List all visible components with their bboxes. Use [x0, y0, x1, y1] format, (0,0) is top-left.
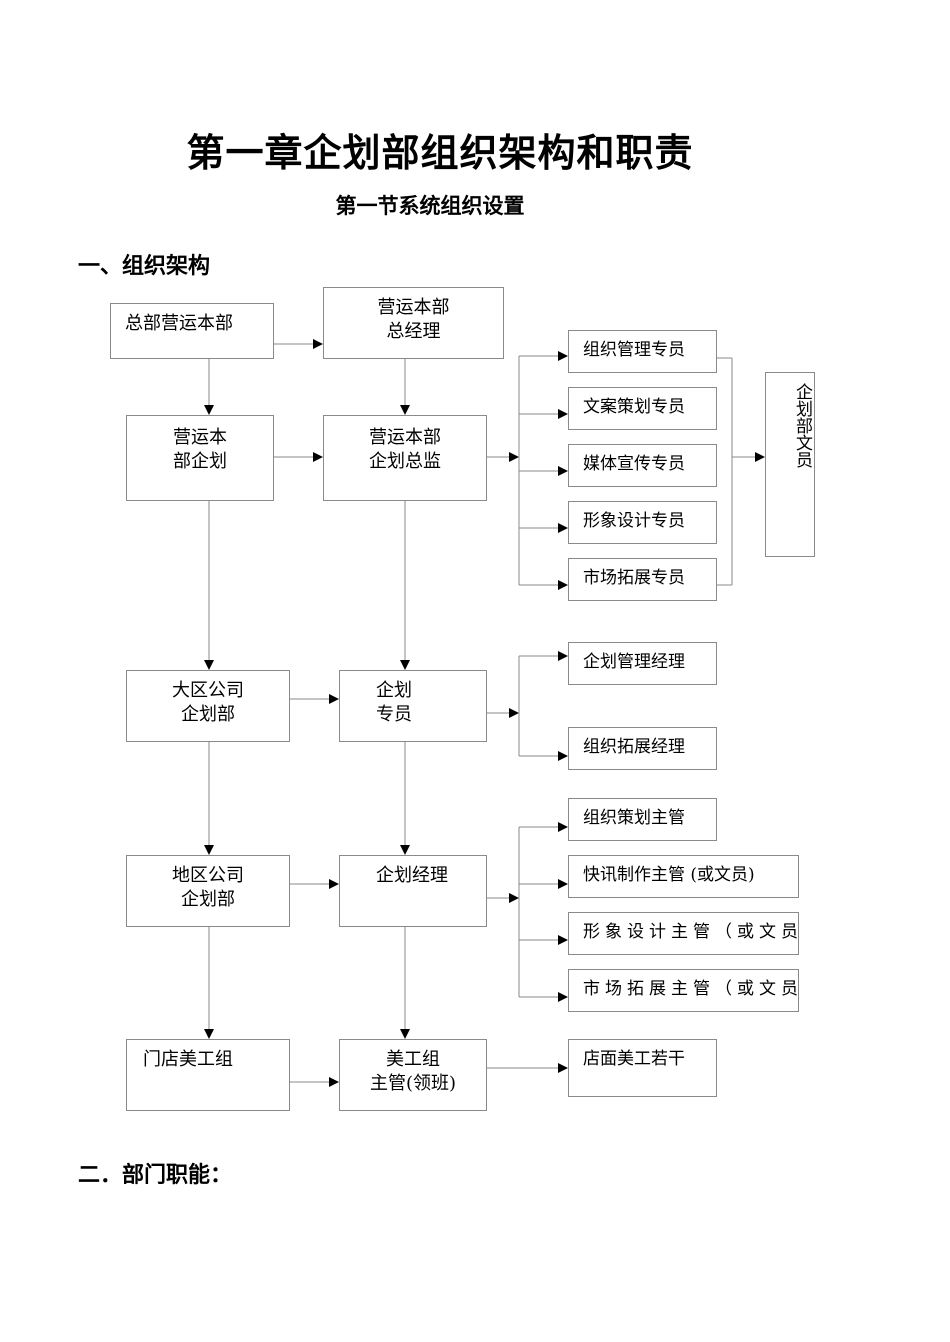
box-planning-clerk: 企划部文员 — [765, 372, 815, 557]
box-planning-director: 营运本部 企划总监 — [323, 415, 487, 501]
box-area-company-planning: 地区公司 企划部 — [126, 855, 290, 927]
box-planning-manager: 企划经理 — [339, 855, 487, 927]
box-specialist-image-design: 形象设计专员 — [568, 501, 717, 544]
heading-dept-functions: 二．部门职能： — [78, 1163, 233, 1188]
box-art-team-lead: 美工组 主管(领班) — [339, 1039, 487, 1111]
box-specialist-market: 市场拓展专员 — [568, 558, 717, 601]
box-manager-planning-mgmt: 企划管理经理 — [568, 642, 717, 685]
box-manager-org-expansion: 组织拓展经理 — [568, 727, 717, 770]
page-title: 第一章企划部组织架构和职责 — [186, 131, 694, 175]
box-store-art-team: 门店美工组 — [126, 1039, 290, 1111]
box-specialist-org-mgmt: 组织管理专员 — [568, 330, 717, 373]
box-supervisor-newsletter: 快讯制作主管 (或文员) — [568, 855, 799, 898]
section-subtitle: 第一节系统组织设置 — [335, 194, 525, 218]
box-specialist-copywriting: 文案策划专员 — [568, 387, 717, 430]
box-store-artists: 店面美工若干 — [568, 1039, 717, 1097]
heading-org-structure: 一、组织架构 — [78, 254, 211, 279]
box-general-manager: 营运本部 总经理 — [323, 287, 504, 359]
box-supervisor-org-planning: 组织策划主管 — [568, 798, 717, 841]
box-specialist-media: 媒体宣传专员 — [568, 444, 717, 487]
box-supervisor-market: 市场拓展主管（或文员） — [568, 969, 799, 1012]
box-supervisor-image-design: 形象设计主管（或文员） — [568, 912, 799, 955]
box-region-company-planning: 大区公司 企划部 — [126, 670, 290, 742]
box-operations-planning: 营运本 部企划 — [126, 415, 274, 501]
box-hq-operations: 总部营运本部 — [110, 303, 274, 359]
box-planning-specialist: 企划 专员 — [339, 670, 487, 742]
